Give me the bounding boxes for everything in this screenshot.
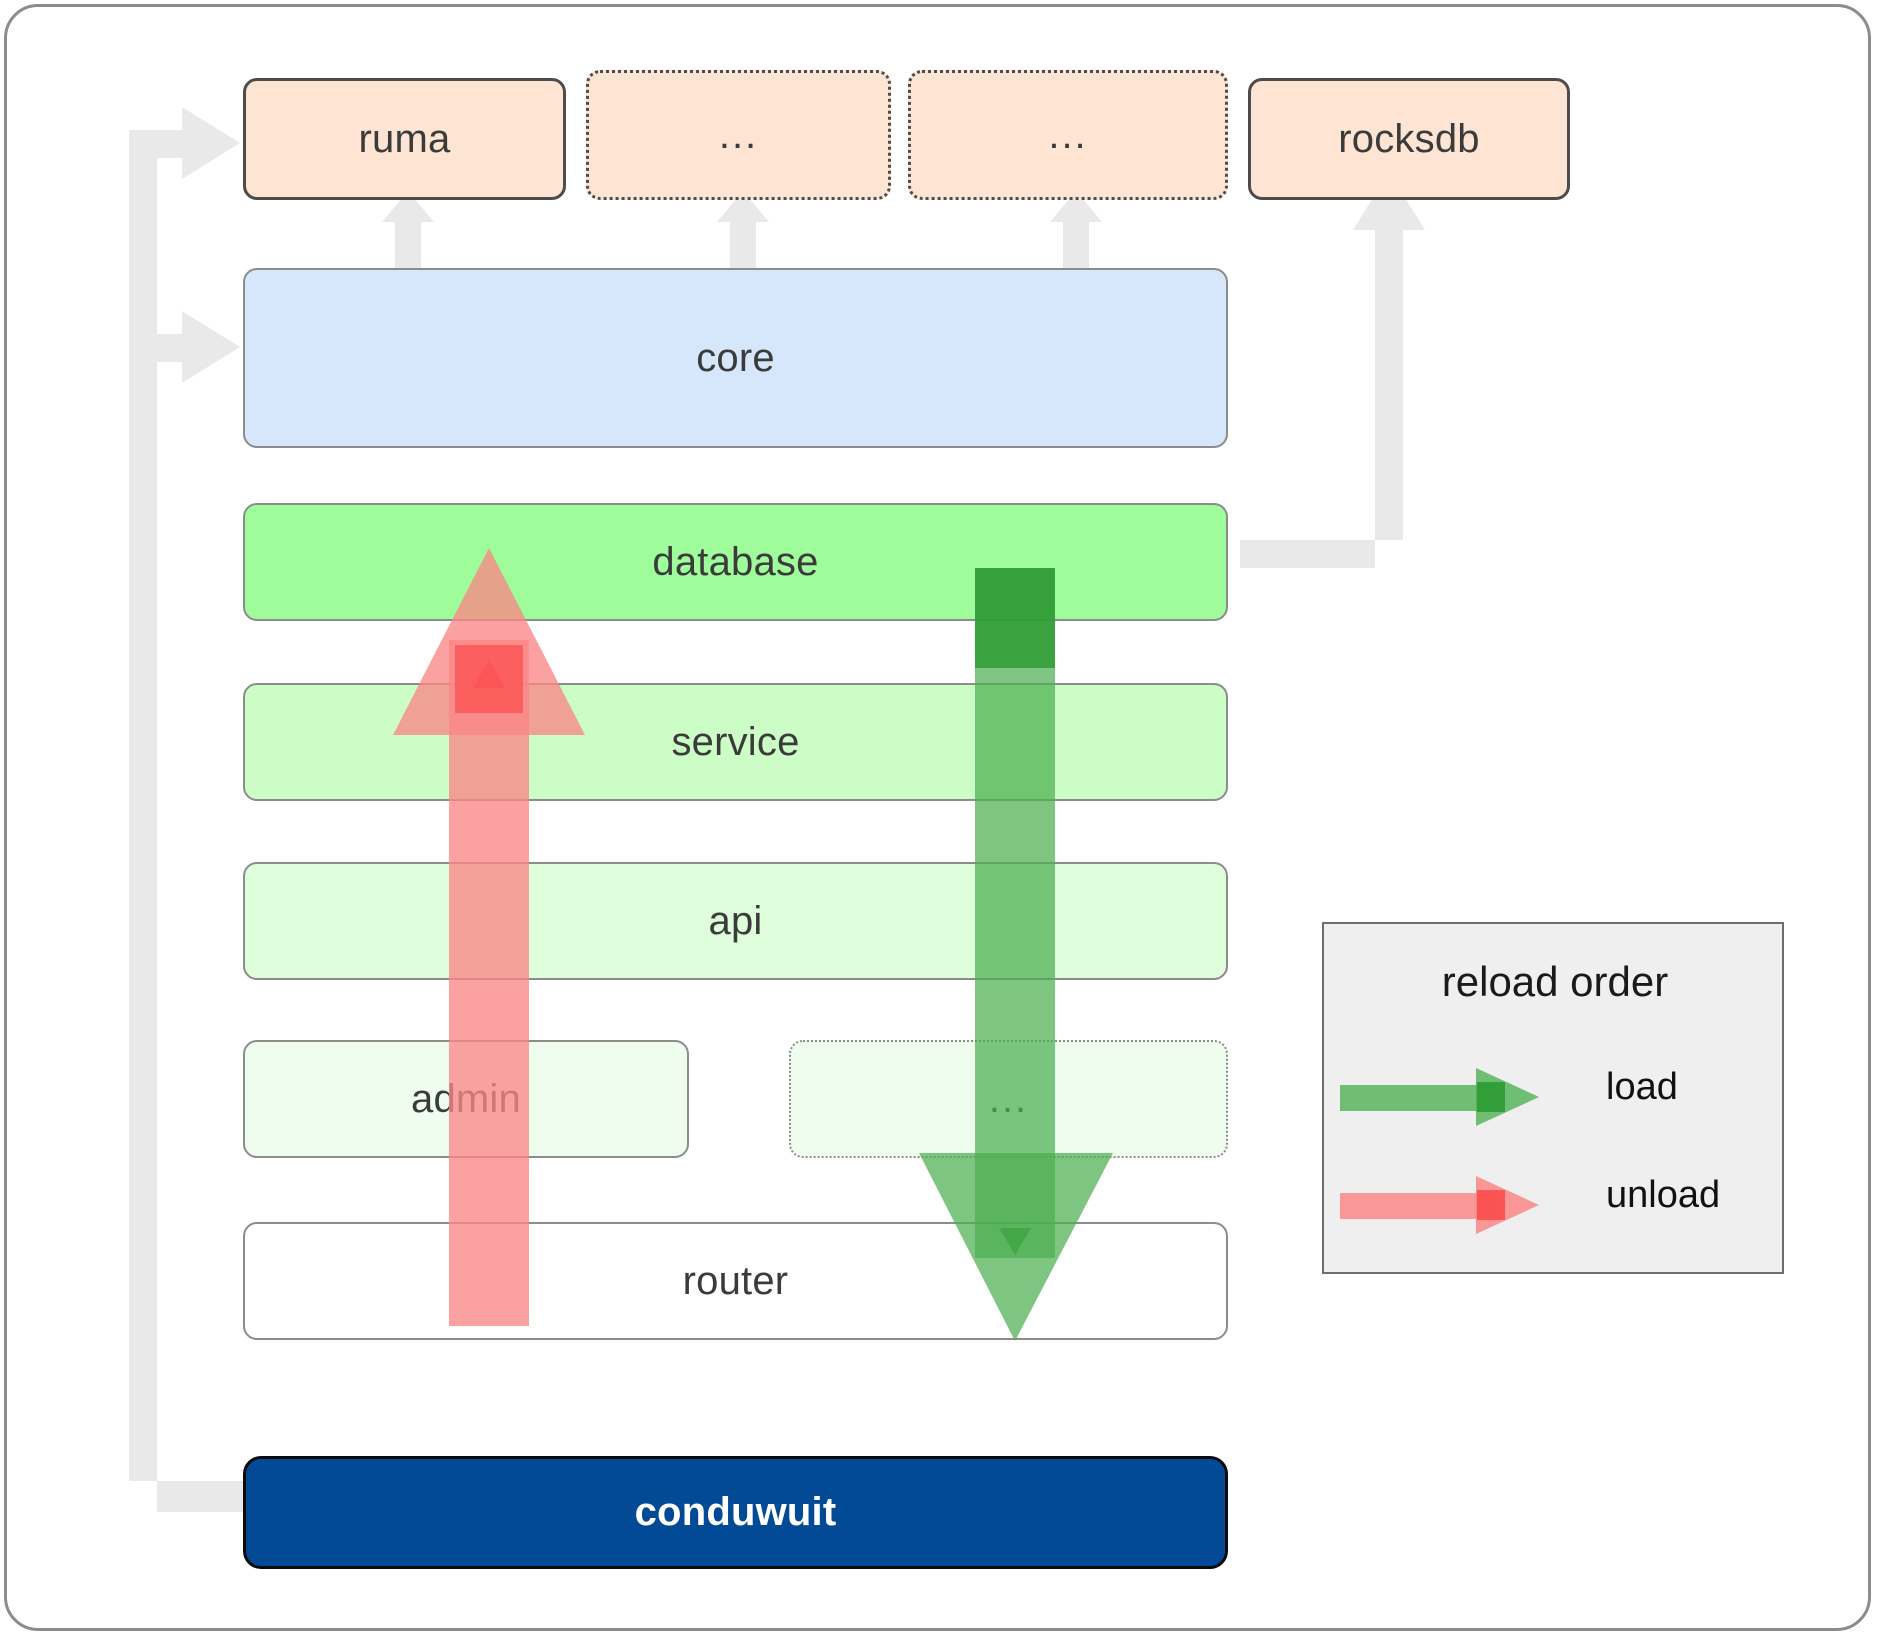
root-label-conduwuit: conduwuit xyxy=(634,1490,837,1534)
load-legend-icon xyxy=(1340,1068,1539,1126)
dependency-label-rocksdb: rocksdb xyxy=(1338,116,1480,161)
dependency-label-ellipsis-2: ... xyxy=(1048,113,1088,157)
layer-box-database[interactable]: database xyxy=(243,503,1228,621)
layer-box-core[interactable]: core xyxy=(243,268,1228,448)
layer-box-api[interactable]: api xyxy=(243,862,1228,980)
layer-label-admin: admin xyxy=(411,1076,521,1121)
diagram-frame xyxy=(4,4,1871,1631)
dependency-box-ellipsis-2[interactable]: ... xyxy=(908,70,1228,200)
legend-title: reload order xyxy=(1441,958,1669,1005)
dependency-box-rocksdb[interactable]: rocksdb xyxy=(1248,78,1570,200)
legend-row-unload: unload xyxy=(1324,1160,1786,1250)
layer-box-ellipsis[interactable]: ... xyxy=(789,1040,1228,1158)
layer-label-ellipsis: ... xyxy=(988,1077,1029,1121)
dependency-box-ruma[interactable]: ruma xyxy=(243,78,566,200)
layer-label-api: api xyxy=(708,898,763,943)
root-box-conduwuit[interactable]: conduwuit xyxy=(243,1456,1228,1569)
dependency-label-ellipsis-1: ... xyxy=(718,113,759,157)
layer-box-service[interactable]: service xyxy=(243,683,1228,801)
dependency-box-ellipsis-1[interactable]: ... xyxy=(586,70,891,200)
layer-label-core: core xyxy=(696,335,775,380)
legend-panel: reload order load unload xyxy=(1322,922,1784,1274)
layer-box-router[interactable]: router xyxy=(243,1222,1228,1340)
legend-label-load: load xyxy=(1606,1066,1678,1108)
unload-legend-icon xyxy=(1340,1176,1539,1234)
legend-label-unload: unload xyxy=(1606,1174,1721,1216)
layer-label-service: service xyxy=(671,719,800,764)
layer-label-router: router xyxy=(682,1258,789,1303)
layer-box-admin[interactable]: admin xyxy=(243,1040,689,1158)
legend-row-load: load xyxy=(1324,1052,1786,1142)
dependency-label-ruma: ruma xyxy=(358,116,451,161)
layer-label-database: database xyxy=(652,539,819,584)
